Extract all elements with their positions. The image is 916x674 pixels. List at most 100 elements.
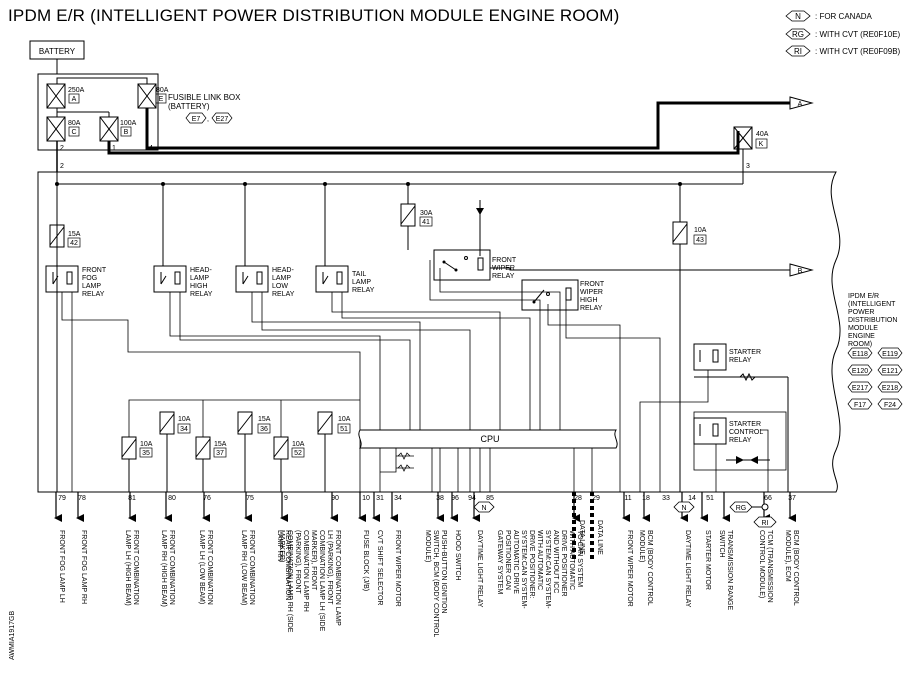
terminal-33: 33 <box>662 495 670 502</box>
terminal-75: 75 <box>246 495 254 502</box>
output-label-line: COMBINATION LAMP LH (SIDE <box>318 530 325 632</box>
headlamp-low-relay: HEAD- LAMP LOW RELAY <box>235 265 295 298</box>
svg-text:15A: 15A <box>68 231 81 238</box>
svg-text:80A: 80A <box>156 87 169 94</box>
output-label-line: MODULE), ECM <box>784 530 791 582</box>
output-label: FRONT WIPER MOTOR <box>626 530 633 607</box>
svg-text:FRONT: FRONT <box>82 267 107 274</box>
output-label-line: LH (PARKING), FRONT <box>326 530 333 605</box>
front-wiper-high-relay: FRONT WIPER HIGH RELAY <box>521 279 605 312</box>
svg-text:LAMP: LAMP <box>82 283 101 290</box>
svg-text:2: 2 <box>60 145 64 152</box>
output-label-line: LAMP RH (LOW BEAM) <box>240 530 247 605</box>
output-label: HOOD SWITCH <box>454 530 461 581</box>
svg-text:36: 36 <box>260 426 268 433</box>
svg-text:LOW: LOW <box>272 283 288 290</box>
battery: BATTERY <box>29 40 85 60</box>
legend-code: RG <box>792 30 804 39</box>
output-label-line: FRONT WIPER MOTOR <box>626 530 633 607</box>
svg-text:IPDM E/R: IPDM E/R <box>848 293 879 300</box>
starter-relay: STARTER RELAY <box>693 343 761 371</box>
svg-text:WIPER: WIPER <box>580 289 603 296</box>
output-label-line: MODULE) <box>638 530 645 562</box>
svg-text:43: 43 <box>696 237 704 244</box>
lower-fuses: 10A 35 10A 34 15A 37 15A 36 <box>121 399 360 492</box>
svg-text:3: 3 <box>746 163 750 170</box>
output-label-line: DRIVE POSITIONER: <box>528 530 535 599</box>
output-label-line: LAMP RH <box>276 530 283 561</box>
legend-code: RI <box>794 47 802 56</box>
svg-text:E27: E27 <box>216 116 229 123</box>
legend-code: N <box>795 12 801 21</box>
output-label-line: HOOD SWITCH <box>454 530 461 581</box>
output-label-line: FRONT WIPER MOTOR <box>394 530 401 607</box>
svg-text:RELAY: RELAY <box>492 273 515 280</box>
output-label-line: BCM (BODY CONTROL <box>646 530 653 606</box>
svg-text:RG: RG <box>736 505 747 512</box>
output-label-line: SWITCH <box>718 530 725 558</box>
terminal-29: 29 <box>592 495 600 502</box>
svg-text:(BATTERY): (BATTERY) <box>168 102 210 111</box>
fuse-10A-35: 10A 35 <box>121 436 153 460</box>
svg-text:E118: E118 <box>852 351 868 358</box>
terminal-51: 51 <box>706 495 714 502</box>
svg-text:30A: 30A <box>420 210 433 217</box>
svg-text:80A: 80A <box>68 120 81 127</box>
data-line-label: DATA LINE <box>578 520 585 555</box>
svg-text:42: 42 <box>70 240 78 247</box>
output-label-line: WITH AUTOMATIC <box>568 530 575 590</box>
terminal-14: 14 <box>688 495 696 502</box>
output-label-line: FRONT COMBINATION <box>206 530 213 605</box>
svg-text:RELAY: RELAY <box>580 305 603 312</box>
svg-text:40A: 40A <box>756 131 769 138</box>
svg-text:TAIL: TAIL <box>352 271 366 278</box>
fuse-10A-51: 10A 51 <box>317 411 351 435</box>
output-label-line: POSITIONER CAN <box>504 530 511 590</box>
svg-text:F24: F24 <box>884 402 896 409</box>
terminal-94: 94 <box>468 495 476 502</box>
svg-text:K: K <box>759 141 764 148</box>
terminal-85: 85 <box>486 495 494 502</box>
headlamp-high-relay: HEAD- LAMP HIGH RELAY <box>153 265 213 298</box>
output-label: DAYTIME LIGHT RELAY <box>476 530 483 608</box>
output-label-line: LAMP LH (HIGH BEAM) <box>124 530 131 606</box>
svg-text:10A: 10A <box>694 227 707 234</box>
svg-text:B: B <box>798 268 803 275</box>
svg-text:HEAD-: HEAD- <box>272 267 294 274</box>
svg-text:RELAY: RELAY <box>729 437 752 444</box>
output-label-line: MODULE) <box>424 530 431 562</box>
svg-text:34: 34 <box>180 426 188 433</box>
svg-text:10A: 10A <box>338 416 351 423</box>
svg-text:HIGH: HIGH <box>580 297 598 304</box>
svg-text:37: 37 <box>216 450 224 457</box>
svg-text:B: B <box>124 129 129 136</box>
terminal-66: 66 <box>764 495 772 502</box>
svg-text:52: 52 <box>294 450 302 457</box>
fuse-30A-41: 30A 41 <box>400 203 433 227</box>
output-wires <box>54 492 796 560</box>
output-label: FRONT WIPER MOTOR <box>394 530 401 607</box>
fuse-15A-42: 15A 42 <box>49 224 81 248</box>
output-label: FUSE BLOCK (J/B) <box>362 530 369 591</box>
svg-text:RELAY: RELAY <box>729 357 752 364</box>
svg-text:LAMP: LAMP <box>272 275 291 282</box>
output-label-line: DAYTIME LIGHT RELAY <box>476 530 483 608</box>
output-label-line: SYSTEM:CAN SYSTEM- <box>520 530 527 609</box>
svg-text:E121: E121 <box>882 368 898 375</box>
output-label: STARTER MOTOR <box>704 530 711 590</box>
svg-text:ENGINE: ENGINE <box>848 333 875 340</box>
output-label-line: (PARKING), FRONT <box>294 530 301 594</box>
fusible-link-100A-B: 100A B <box>99 116 137 142</box>
option-tag-n1: N <box>473 501 495 513</box>
terminal-28: 28 <box>574 495 582 502</box>
svg-text:N: N <box>481 505 486 512</box>
output-label: CVT SHIFT SELECTOR <box>376 530 383 605</box>
svg-text:LAMP: LAMP <box>352 279 371 286</box>
output-label-line: TO CAN SYSTEM <box>576 530 583 587</box>
